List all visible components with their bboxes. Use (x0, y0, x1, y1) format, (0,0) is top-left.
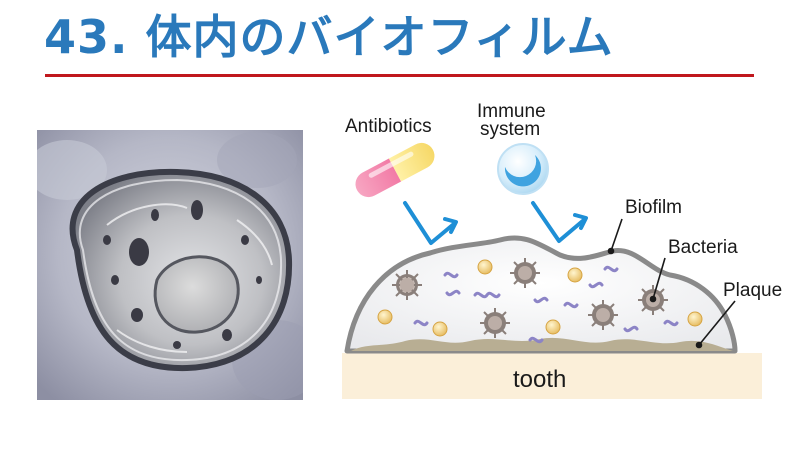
antibiotics-arrow-icon (403, 201, 458, 245)
biofilm-label: Biofilm (625, 197, 682, 218)
antibiotics-label: Antibiotics (345, 116, 432, 137)
immune-system-label-line2: system (480, 119, 540, 140)
tooth-label: tooth (513, 366, 566, 393)
bacteria-cluster (392, 258, 668, 338)
coccus-dots (377, 259, 703, 337)
slide-title: 43. 体内のバイオフィルム (44, 10, 614, 64)
immune-arrow-icon (531, 201, 588, 243)
antibiotic-capsule-icon (355, 142, 435, 198)
biofilm-diagram: Antibiotics Immune system Biofilm Bacter… (342, 101, 782, 399)
title-divider (45, 74, 754, 77)
immune-system-label-line1: Immune (477, 101, 546, 122)
leader-lines (607, 218, 736, 349)
bacteria-label: Bacteria (668, 237, 738, 258)
plaque-layer (351, 337, 733, 351)
immune-cell-icon (497, 143, 549, 195)
plaque-label: Plaque (723, 280, 782, 301)
rod-bacteria (413, 265, 679, 344)
biofilm-micrograph-image (37, 130, 303, 400)
tooth-block (342, 353, 762, 399)
